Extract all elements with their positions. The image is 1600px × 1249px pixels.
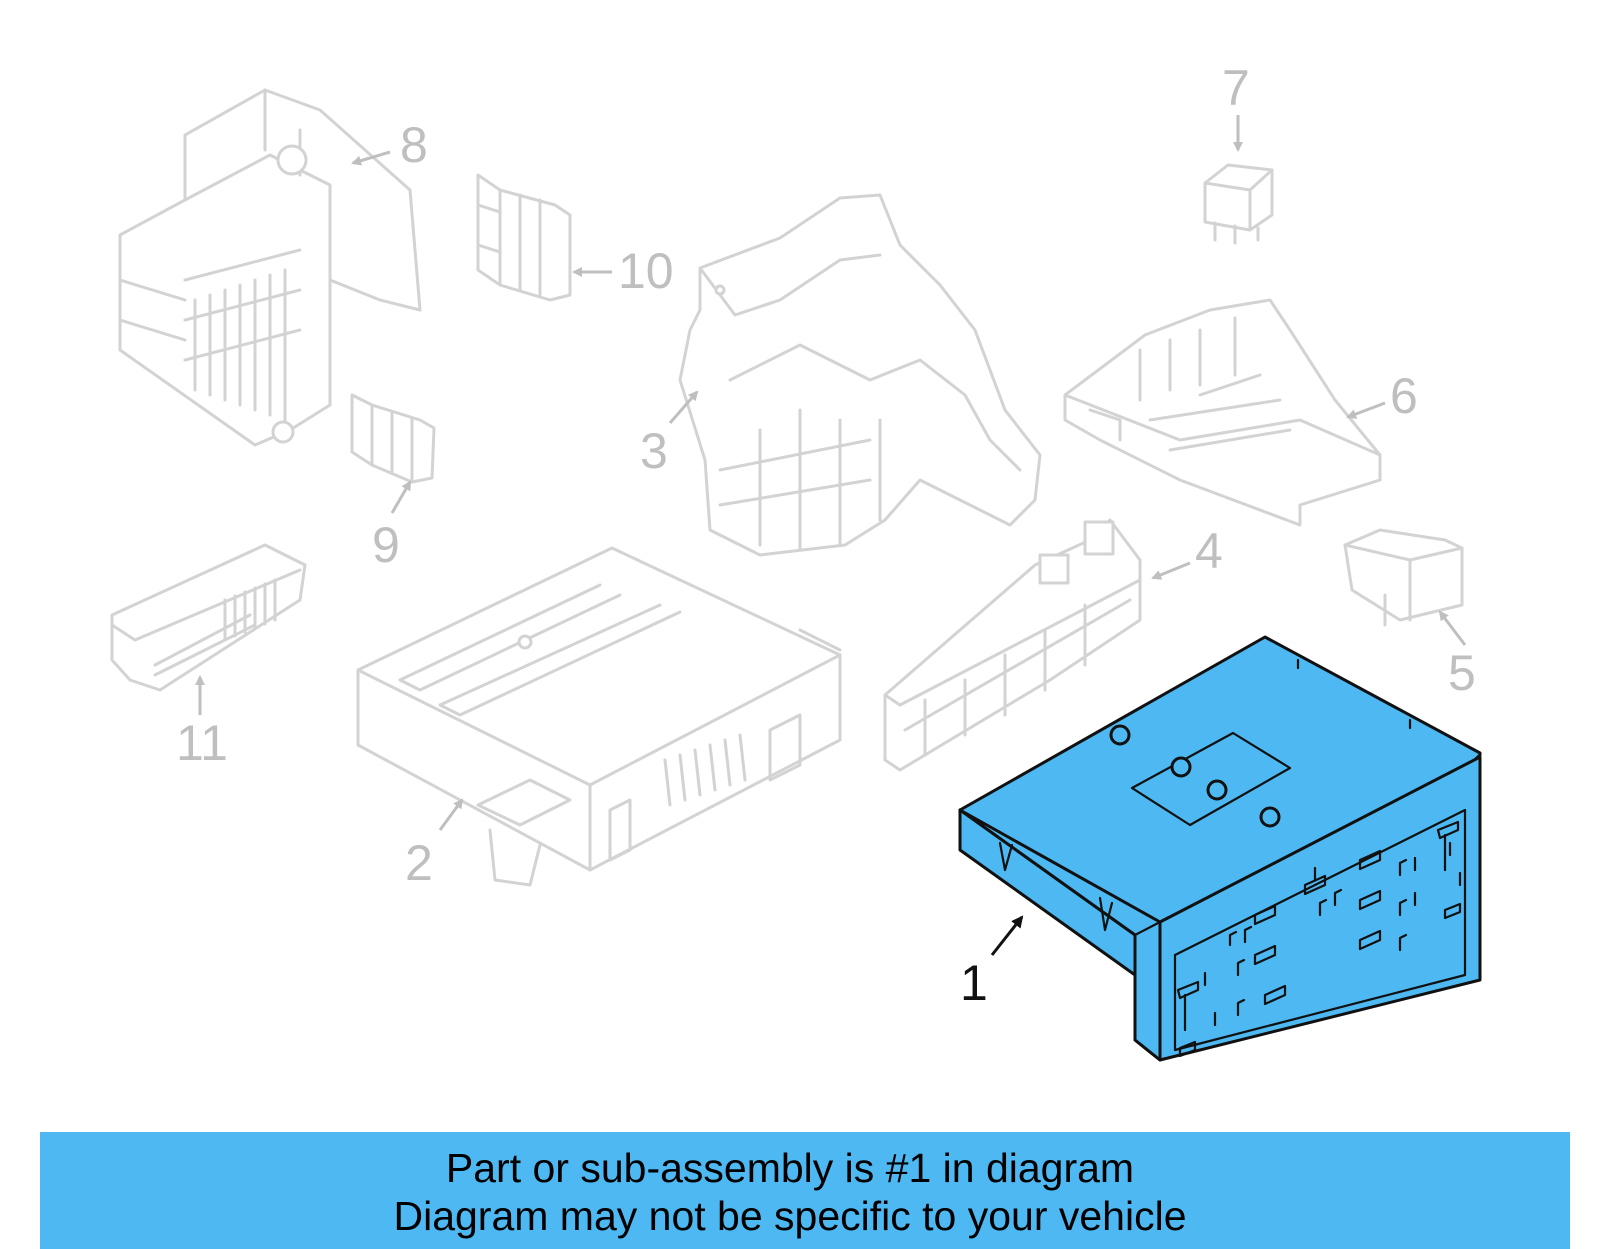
part-10-maxi-fuse[interactable] (476, 173, 572, 302)
callout-1: 1 (960, 955, 988, 1011)
callout-7: 7 (1222, 60, 1250, 116)
callout-5: 5 (1448, 645, 1476, 701)
callout-3: 3 (640, 423, 668, 479)
callout-11: 11 (176, 715, 228, 771)
part-2-control-module[interactable] (356, 546, 842, 887)
part-8-fuse-box[interactable] (118, 88, 422, 447)
part-4-fuse-holder[interactable] (883, 518, 1142, 772)
part-11-cover[interactable] (110, 543, 307, 692)
banner-line-2: Diagram may not be specific to your vehi… (393, 1193, 1187, 1239)
callout-2: 2 (405, 835, 433, 891)
banner-line-1: Part or sub-assembly is #1 in diagram (445, 1145, 1135, 1191)
callout-8: 8 (400, 117, 428, 173)
info-banner: Part or sub-assembly is #1 in diagram Di… (40, 1132, 1570, 1249)
part-9-mini-fuse[interactable] (350, 393, 436, 484)
part-7-relay[interactable] (1203, 163, 1274, 245)
part-3-bracket[interactable] (678, 193, 1042, 557)
part-5-switch[interactable] (1343, 528, 1464, 627)
part-6-relay-carrier[interactable] (1063, 298, 1382, 527)
callout-6: 6 (1390, 368, 1418, 424)
callout-10: 10 (618, 243, 674, 299)
callout-4: 4 (1195, 523, 1223, 579)
part-1-fuse-carrier[interactable] (958, 635, 1482, 1062)
callout-9: 9 (372, 517, 400, 573)
